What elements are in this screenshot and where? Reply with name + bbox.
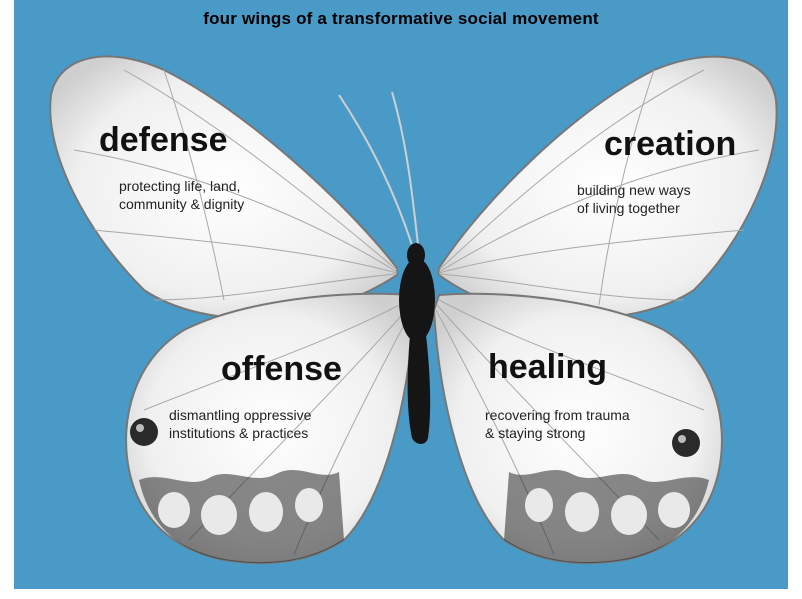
- healing-wing-shape: [432, 292, 723, 565]
- butterfly-illustration: [49, 55, 778, 565]
- healing-line-1: recovering from trauma: [485, 407, 630, 423]
- creation-line-1: building new ways: [577, 182, 691, 198]
- offense-line-2: institutions & practices: [169, 425, 309, 441]
- healing-description: recovering from trauma & staying strong: [485, 406, 630, 442]
- offense-label: offense: [221, 350, 342, 388]
- defense-line-1: protecting life, land,: [119, 178, 241, 194]
- defense-description: protecting life, land, community & digni…: [119, 177, 244, 213]
- defense-line-2: community & dignity: [119, 196, 245, 212]
- butterfly-body: [399, 243, 435, 444]
- creation-label: creation: [604, 125, 737, 163]
- creation-line-2: of living together: [577, 200, 680, 216]
- diagram-title: four wings of a transformative social mo…: [203, 9, 599, 28]
- creation-description: building new ways of living together: [577, 181, 691, 217]
- offense-description: dismantling oppressive institutions & pr…: [169, 406, 311, 442]
- offense-wing-shape: [125, 292, 416, 565]
- healing-line-2: & staying strong: [485, 425, 586, 441]
- healing-label: healing: [488, 348, 608, 386]
- diagram-canvas: four wings of a transformative social mo…: [14, 0, 788, 589]
- antennae: [338, 91, 419, 246]
- offense-line-1: dismantling oppressive: [169, 407, 312, 423]
- defense-label: defense: [99, 121, 228, 159]
